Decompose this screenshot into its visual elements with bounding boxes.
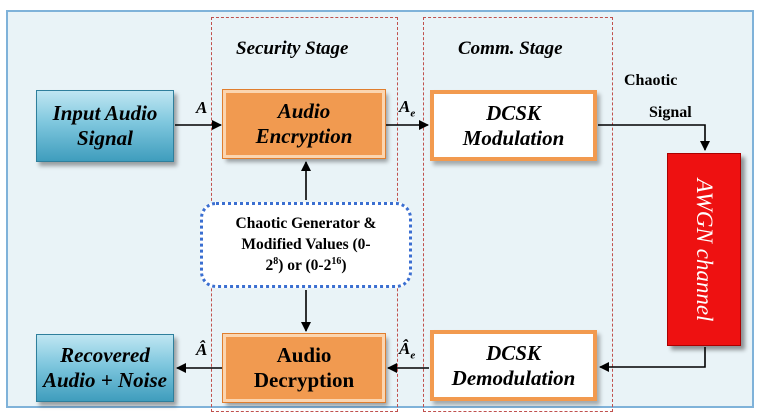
input-audio-line1: Input Audio	[52, 101, 158, 125]
awgn-channel-block: AWGN channel	[667, 153, 741, 346]
chaotic-generator-block: Chaotic Generator & Modified Values (0- …	[200, 202, 412, 288]
dcsk-modulation-line2: Modulation	[462, 125, 565, 150]
audio-encryption-line1: Audio	[277, 99, 331, 123]
comm-stage-title: Comm. Stage	[458, 38, 563, 59]
audio-encryption-line2: Encryption	[255, 124, 353, 148]
dcsk-demodulation-line2: Demodulation	[451, 365, 576, 390]
dcsk-demodulation-line1: DCSK	[486, 340, 541, 365]
security-stage-title: Security Stage	[236, 38, 349, 59]
recovered-audio-line2: Audio + Noise	[43, 368, 167, 392]
comm-stage-region	[423, 17, 613, 412]
recovered-audio-line1: Recovered	[60, 343, 150, 367]
audio-decryption-line2: Decryption	[253, 368, 355, 392]
arrow-awgn-to-demodulation	[599, 347, 706, 372]
generator-line1: Chaotic Generator &	[235, 215, 377, 232]
dcsk-modulation-line1: DCSK	[486, 100, 541, 125]
label-a: A	[196, 98, 208, 117]
chaotic-signal-label-2: Signal	[649, 104, 692, 121]
generator-line2: Modified Values (0-	[241, 236, 371, 253]
chaotic-signal-label-1: Chaotic	[624, 72, 678, 89]
label-a-hat: Â	[196, 340, 208, 359]
audio-decryption-line1: Audio	[276, 343, 332, 367]
arrow-modulation-to-awgn	[598, 124, 710, 151]
label-a-hat-e: Âe	[399, 339, 416, 362]
input-audio-line2: Signal	[76, 126, 133, 150]
generator-line3: 28) or (0-216)	[265, 255, 347, 274]
label-a-e: Ae	[399, 97, 416, 120]
